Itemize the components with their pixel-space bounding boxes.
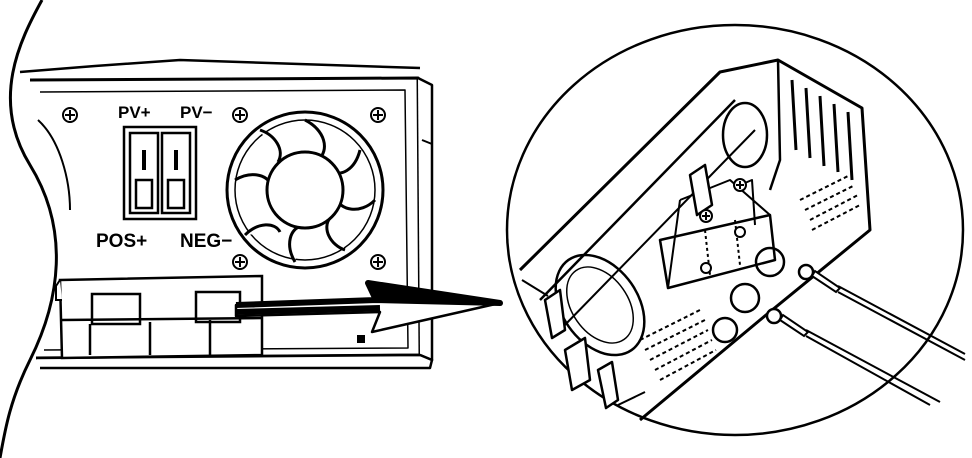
fan-icon bbox=[225, 110, 385, 270]
terminal-cover bbox=[55, 274, 264, 360]
pv-cables bbox=[805, 285, 966, 406]
cut-edge bbox=[0, 0, 71, 458]
neg-minus-label: NEG− bbox=[180, 231, 232, 252]
indicator-mark bbox=[357, 335, 365, 343]
screw-icon bbox=[699, 178, 747, 274]
pv-plus-label: PV+ bbox=[118, 103, 151, 122]
arrow-icon bbox=[234, 280, 503, 334]
pv-terminal-block bbox=[122, 125, 198, 221]
pos-plus-label: POS+ bbox=[96, 231, 147, 252]
pv-minus-label: PV− bbox=[180, 103, 213, 122]
